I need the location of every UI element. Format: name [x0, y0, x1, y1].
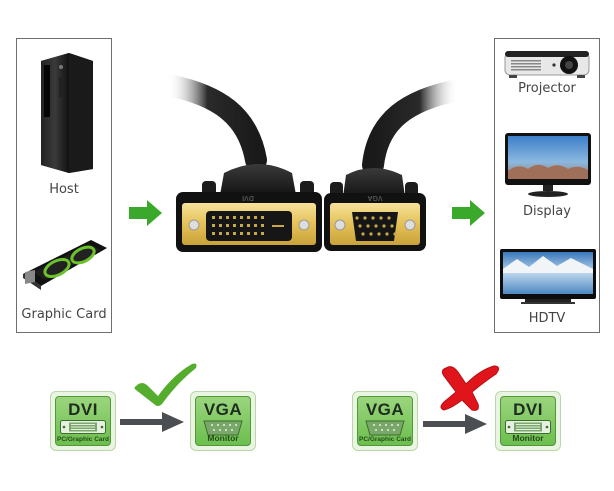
dvi-to-vga-cable-image: DVI VGA [168, 75, 458, 252]
projector-icon [504, 51, 590, 78]
output-devices-panel: Projector Display HDTV [494, 38, 600, 333]
flow-arrow-right-icon [452, 200, 485, 226]
dvi-port-icon [505, 420, 551, 434]
vga-pin [369, 232, 373, 236]
direction-arrow-icon [423, 414, 487, 434]
display-label: Display [523, 204, 571, 219]
dvi-pin [226, 216, 229, 219]
dvi-port-icon [60, 420, 106, 434]
dvi-pin [219, 232, 222, 235]
vga-pin [366, 224, 370, 228]
dvi-pin [212, 232, 215, 235]
vga-pin [377, 232, 381, 236]
svg-text:VGA: VGA [367, 194, 382, 201]
dvi-pin [212, 224, 215, 227]
dvi-pin [254, 224, 257, 227]
dvi-pin [233, 216, 236, 219]
dvi-pin [240, 216, 243, 219]
badge-title: DVI [68, 400, 98, 419]
dvi-pin [226, 224, 229, 227]
target-dvi-badge: DVI Monitor [495, 391, 561, 451]
monitor-icon [505, 133, 591, 197]
source-devices-panel: Host Graphic Card [16, 38, 112, 333]
dvi-pin [212, 216, 215, 219]
graphic-card-label: Graphic Card [21, 307, 107, 322]
vga-pin [355, 216, 359, 220]
dvi-pin [261, 232, 264, 235]
graphics-card-icon [23, 240, 107, 290]
vga-pin [385, 232, 389, 236]
dvi-pin [261, 216, 264, 219]
dvi-pin [240, 224, 243, 227]
badge-title: VGA [365, 400, 405, 419]
projector-label: Projector [518, 81, 576, 96]
dvi-pin [219, 216, 222, 219]
vga-pin [393, 232, 397, 236]
vga-pin [358, 224, 362, 228]
vga-pin [379, 216, 383, 220]
dvi-pin [261, 224, 264, 227]
dvi-pin [233, 232, 236, 235]
dvi-connector: DVI [176, 164, 322, 252]
dvi-pin [226, 232, 229, 235]
host-label: Host [49, 182, 79, 197]
dvi-pin [254, 216, 257, 219]
vga-pin [374, 224, 378, 228]
vga-pin [390, 224, 394, 228]
dvi-pin [247, 216, 250, 219]
source-vga-badge: VGA PC/Graphic Card [352, 391, 418, 451]
flow-arrow-right-icon [129, 200, 162, 226]
svg-text:DVI: DVI [242, 194, 254, 201]
vga-port-icon [365, 420, 405, 436]
badge-title: VGA [203, 400, 243, 419]
vga-pin [363, 216, 367, 220]
dvi-pin [254, 232, 257, 235]
badge-subtitle: Monitor [512, 433, 544, 443]
target-vga-badge: VGA Monitor [190, 391, 256, 451]
vga-pin [382, 224, 386, 228]
direction-arrow-icon [120, 412, 184, 432]
badge-title: DVI [513, 400, 543, 419]
badge-subtitle: PC/Graphic Card [56, 436, 109, 443]
dvi-pin [247, 232, 250, 235]
vga-pin [371, 216, 375, 220]
hdtv-label: HDTV [528, 311, 566, 326]
source-dvi-badge: DVI PC/Graphic Card [50, 391, 116, 451]
dvi-pin [240, 232, 243, 235]
vga-pin [387, 216, 391, 220]
badge-subtitle: Monitor [207, 433, 239, 443]
dvi-pin [219, 224, 222, 227]
vga-connector: VGA [324, 168, 426, 251]
checkmark-icon [134, 363, 197, 406]
dvi-pin [233, 224, 236, 227]
vga-pin [361, 232, 365, 236]
desktop-tower-icon [41, 53, 93, 173]
dvi-pin [247, 224, 250, 227]
vga-port-icon [203, 420, 243, 436]
cross-icon [440, 365, 500, 411]
tv-icon [500, 249, 596, 304]
badge-subtitle: PC/Graphic Card [358, 436, 411, 443]
